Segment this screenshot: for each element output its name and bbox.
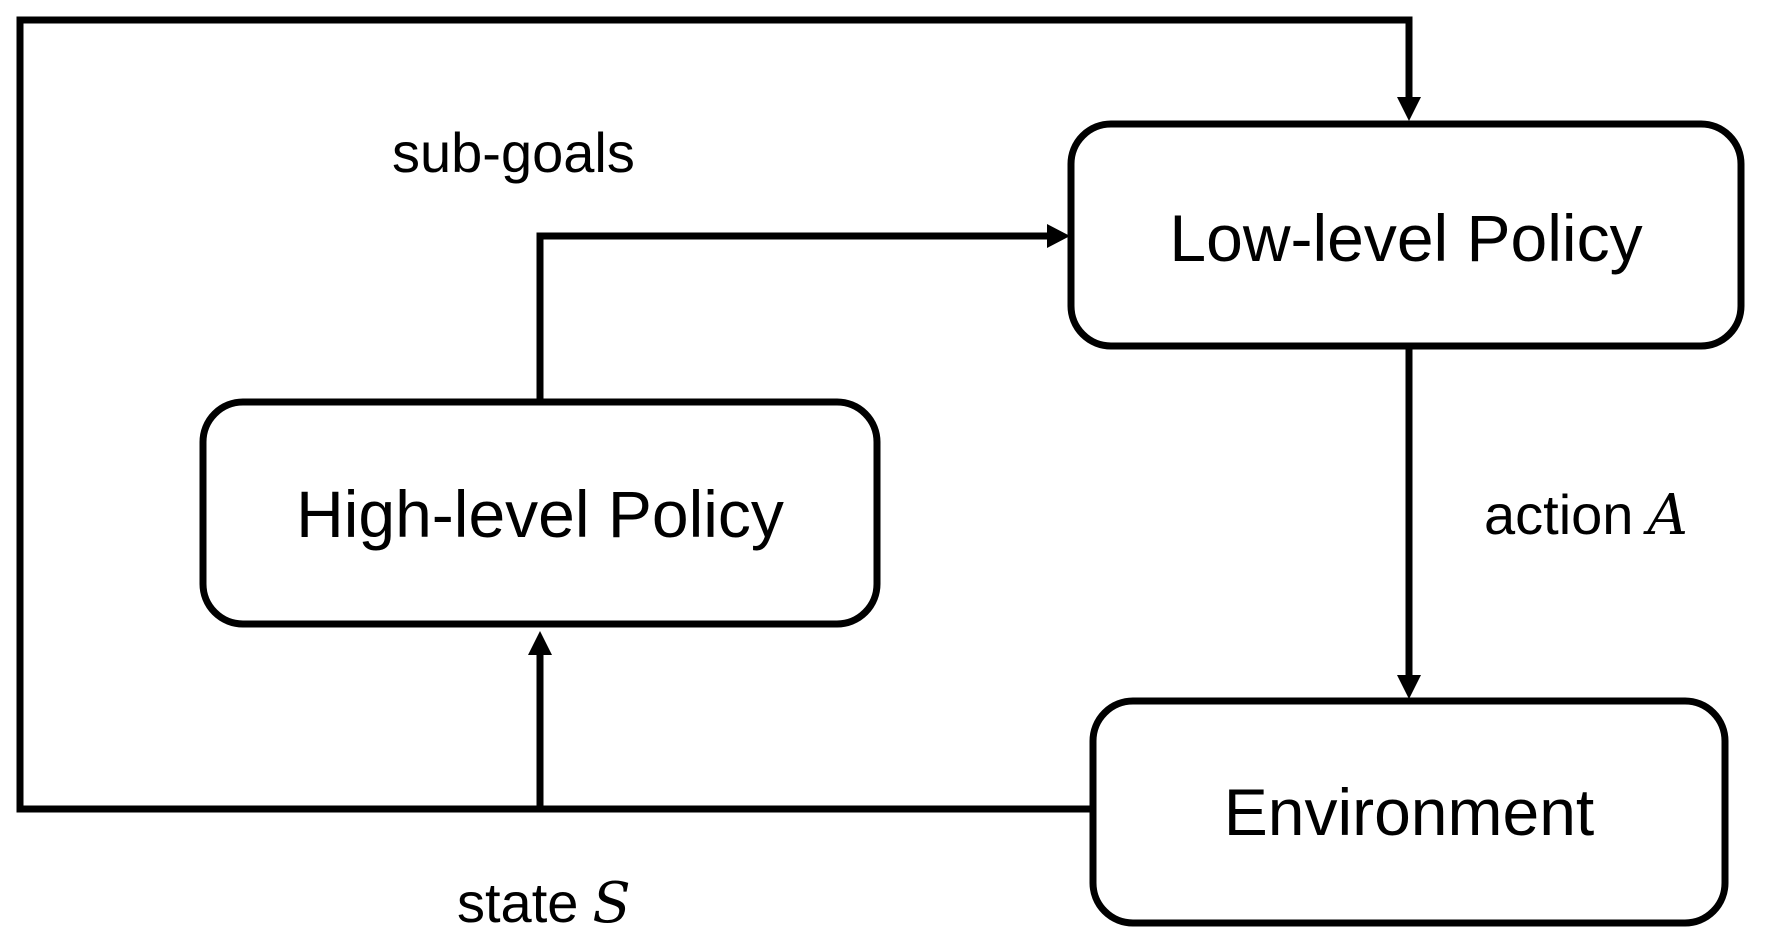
- action-label-text: action: [1484, 483, 1633, 546]
- arrowhead-into-high-level-policy: [528, 631, 552, 655]
- action-symbol: A: [1642, 483, 1687, 548]
- low-level-policy-box: Low-level Policy: [1067, 120, 1745, 350]
- high-level-policy-box: High-level Policy: [199, 398, 881, 628]
- sub-goals-label: sub-goals: [392, 121, 635, 184]
- arrowhead-into-low-level-policy: [1397, 97, 1421, 121]
- state-feedback-loop-edge: [16, 16, 1413, 813]
- environment-box: Environment: [1089, 697, 1729, 927]
- arrowhead-action: [1397, 675, 1421, 699]
- high-level-policy-label: High-level Policy: [296, 477, 784, 551]
- sub-goals-edge: [536, 232, 1050, 402]
- environment-label: Environment: [1224, 775, 1595, 849]
- arrowhead-sub-goals: [1047, 224, 1070, 248]
- state-symbol: S: [592, 871, 630, 936]
- state-label-text: state: [457, 871, 578, 934]
- low-level-policy-label: Low-level Policy: [1169, 201, 1642, 275]
